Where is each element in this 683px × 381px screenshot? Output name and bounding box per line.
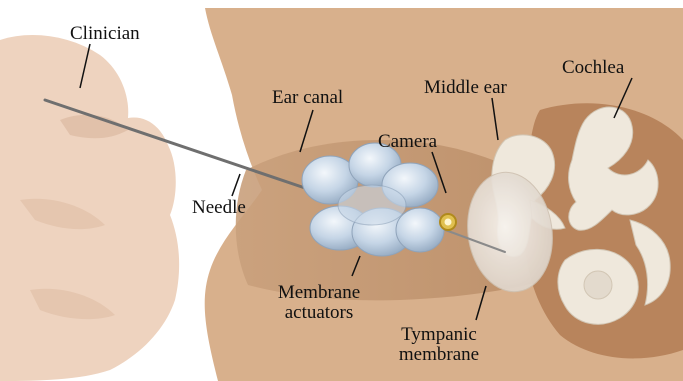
label-tympanic-membrane-line2: membrane [384,345,494,365]
label-middle-ear: Middle ear [424,78,507,98]
label-membrane-actuators: Membrane actuators [262,283,376,323]
clinician-hand [0,35,179,381]
label-membrane-actuators-line2: actuators [262,303,376,323]
leader-needle [232,174,240,196]
label-needle: Needle [192,198,246,218]
label-camera: Camera [378,132,437,152]
camera [440,214,456,230]
label-tympanic-membrane-line1: Tympanic [384,325,494,345]
label-clinician: Clinician [70,24,140,44]
label-cochlea: Cochlea [562,58,624,78]
label-ear-canal: Ear canal [272,88,343,108]
label-membrane-actuators-line1: Membrane [262,283,376,303]
label-tympanic-membrane: Tympanic membrane [384,325,494,365]
